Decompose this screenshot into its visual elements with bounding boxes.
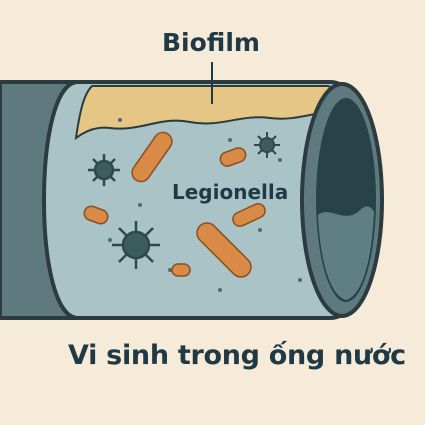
rod-bacterium-icon <box>131 131 173 183</box>
biofilm-label: Biofilm <box>162 28 260 57</box>
spiky-microbe-icon <box>88 154 120 186</box>
rod-bacterium-icon <box>219 147 247 167</box>
spiky-microbe-icon <box>254 132 280 158</box>
rod-bacteria <box>83 131 266 278</box>
spiky-microbe-icon <box>112 221 160 269</box>
rod-bacterium-icon <box>196 222 252 278</box>
rod-bacterium-icon <box>83 205 109 225</box>
caption: Vi sinh trong ống nước <box>68 340 406 371</box>
rod-bacterium-icon <box>171 263 191 277</box>
water-in-opening <box>318 206 374 300</box>
rod-bacterium-icon <box>232 203 266 227</box>
legionella-label: Legionella <box>172 180 289 204</box>
